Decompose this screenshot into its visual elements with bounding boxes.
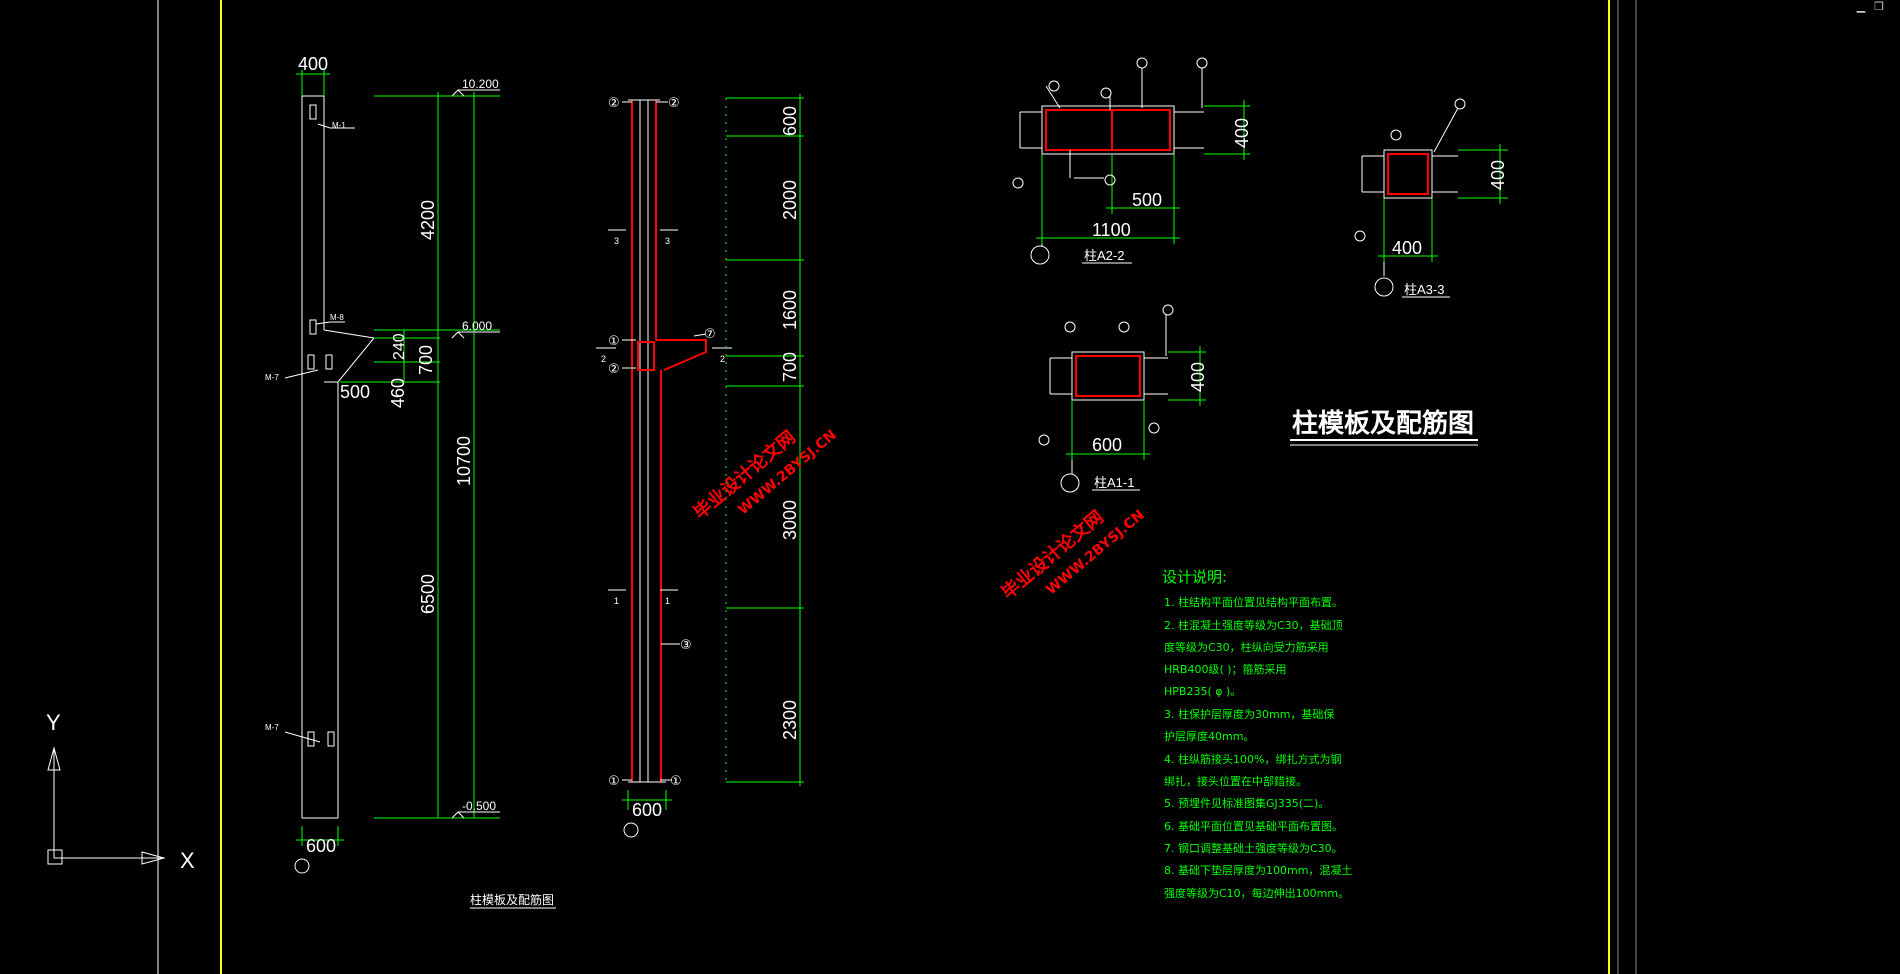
section-cut-label: 2 xyxy=(601,354,606,364)
section-dim: 400 xyxy=(1188,362,1208,392)
rebar-bubble: ③ xyxy=(680,638,692,653)
section-cut-label: 3 xyxy=(665,236,670,246)
section-dim: 400 xyxy=(1392,238,1422,258)
section-cut-label: 1 xyxy=(665,596,670,606)
note-line: 度等级为C30，柱纵向受力筋采用 xyxy=(1164,640,1329,654)
rebar-bubble: ② xyxy=(608,96,620,111)
dim-height: 240 xyxy=(391,333,408,360)
notes-heading: 设计说明: xyxy=(1162,568,1227,586)
section-dim: 1100 xyxy=(1092,220,1131,240)
elevation-dim-labels: 400 600 500 4200 240 700 460 10700 6500 xyxy=(298,54,474,856)
section-title: 柱A1-1 xyxy=(1094,475,1134,490)
note-line: HRB400级( )；箍筋采用 xyxy=(1164,662,1287,676)
minimize-icon[interactable]: ▁ xyxy=(1856,0,1866,13)
section-cut-label: 3 xyxy=(614,236,619,246)
dim-height: 700 xyxy=(416,345,436,375)
rebar-bubble: ② xyxy=(668,96,680,111)
section-title: 柱A2-2 xyxy=(1084,248,1124,263)
section-dim: 400 xyxy=(1232,118,1252,148)
segment-length: 600 xyxy=(780,106,800,136)
section-a11-labels: 400 600 柱A1-1 xyxy=(1092,362,1208,490)
segment-length: 1600 xyxy=(780,290,800,330)
section-cut-label: 2 xyxy=(720,354,725,364)
section-a33 xyxy=(1354,98,1508,297)
rebar-bubble: ① xyxy=(608,334,620,349)
note-line: 2. 柱混凝土强度等级为C30，基础顶 xyxy=(1164,618,1343,632)
rebar-bubble: ② xyxy=(608,362,620,377)
embed-tag: M-7 xyxy=(265,373,279,382)
section-dim: 500 xyxy=(1132,190,1162,210)
section-a11 xyxy=(1038,304,1206,493)
dim-bottom-width: 600 xyxy=(306,836,336,856)
segment-length: 2000 xyxy=(780,180,800,220)
note-line: 3. 柱保护层厚度为30mm，基础保 xyxy=(1164,707,1334,721)
ucs-x-label: X xyxy=(180,848,195,873)
level-label: 6.000 xyxy=(462,319,492,333)
watermark: 毕业设计论文网 WWW.2BYSJ.CN xyxy=(997,506,1148,604)
rebar-elevation xyxy=(596,99,732,838)
design-notes: 设计说明: 1. 柱结构平面位置见结构平面布置。 2. 柱混凝土强度等级为C30… xyxy=(1162,568,1352,900)
restore-icon[interactable]: ❐ xyxy=(1874,0,1884,13)
embed-tag: M-8 xyxy=(330,313,344,322)
embed-tag: M-1 xyxy=(332,121,346,130)
level-label: 10.200 xyxy=(462,77,499,91)
section-dim: 400 xyxy=(1488,160,1508,190)
watermark: 毕业设计论文网 WWW.2BYSJ.CN xyxy=(689,426,840,524)
section-a33-labels: 400 400 柱A3-3 xyxy=(1392,160,1508,297)
section-cut-label: 1 xyxy=(614,596,619,606)
level-label: -0.500 xyxy=(462,799,496,813)
note-line: HPB235( φ )。 xyxy=(1164,685,1241,698)
note-line: 1. 柱结构平面位置见结构平面布置。 xyxy=(1164,595,1343,609)
elevation-tags: M-1 M-8 M-7 M-7 xyxy=(265,121,346,732)
rebar-bubble: ① xyxy=(670,774,682,789)
drawing-caption: 柱模板及配筋图 xyxy=(470,892,554,907)
note-line: 6. 基础平面位置见基础平面布置图。 xyxy=(1164,819,1343,833)
ucs-y-label: Y xyxy=(46,710,61,735)
note-line: 强度等级为C10，每边伸出100mm。 xyxy=(1164,886,1349,900)
segment-dim-labels: 600 2000 1600 700 3000 2300 xyxy=(780,106,800,740)
rebar-bottom-width: 600 xyxy=(632,800,662,820)
dim-height: 6500 xyxy=(418,574,438,614)
section-cut-labels: 3 3 2 2 1 1 xyxy=(601,236,725,606)
segment-length: 700 xyxy=(780,352,800,382)
dim-height: 460 xyxy=(388,378,408,408)
section-a22 xyxy=(1012,57,1250,265)
dim-offset: 500 xyxy=(340,382,370,402)
segment-length: 2300 xyxy=(780,700,800,740)
note-line: 7. 钢口调整基础土强度等级为C30。 xyxy=(1164,841,1343,855)
note-line: 8. 基础下垫层厚度为100mm，混凝土 xyxy=(1164,863,1352,877)
column-elevation xyxy=(284,95,375,874)
section-a22-labels: 400 500 1100 柱A2-2 xyxy=(1084,118,1252,263)
note-line: 护层厚度40mm。 xyxy=(1164,729,1254,743)
dim-height: 10700 xyxy=(454,436,474,486)
level-marks: 10.200 6.000 -0.500 xyxy=(451,77,500,819)
elevation-dimensions xyxy=(296,70,500,846)
segment-length: 3000 xyxy=(780,500,800,540)
note-line: 4. 柱纵筋接头100%，绑扎方式为钢 xyxy=(1164,752,1341,766)
ucs-icon xyxy=(47,746,166,865)
rebar-bubble: ⑦ xyxy=(704,327,716,342)
rebar-bubble: ① xyxy=(608,774,620,789)
rebar-bubbles: ② ② ① ② ⑦ ③ ① ① xyxy=(608,96,716,789)
segment-dimensions xyxy=(725,94,804,786)
dim-top-width: 400 xyxy=(298,54,328,74)
section-title: 柱A3-3 xyxy=(1404,282,1444,297)
section-dim: 600 xyxy=(1092,435,1122,455)
embed-tag: M-7 xyxy=(265,723,279,732)
note-line: 5. 预埋件见标准图集GJ335(二)。 xyxy=(1164,796,1329,810)
note-line: 绑扎，接头位置在中部錯接。 xyxy=(1164,774,1307,788)
dim-height: 4200 xyxy=(418,200,438,240)
drawing-title: 柱模板及配筋图 xyxy=(1292,408,1474,439)
